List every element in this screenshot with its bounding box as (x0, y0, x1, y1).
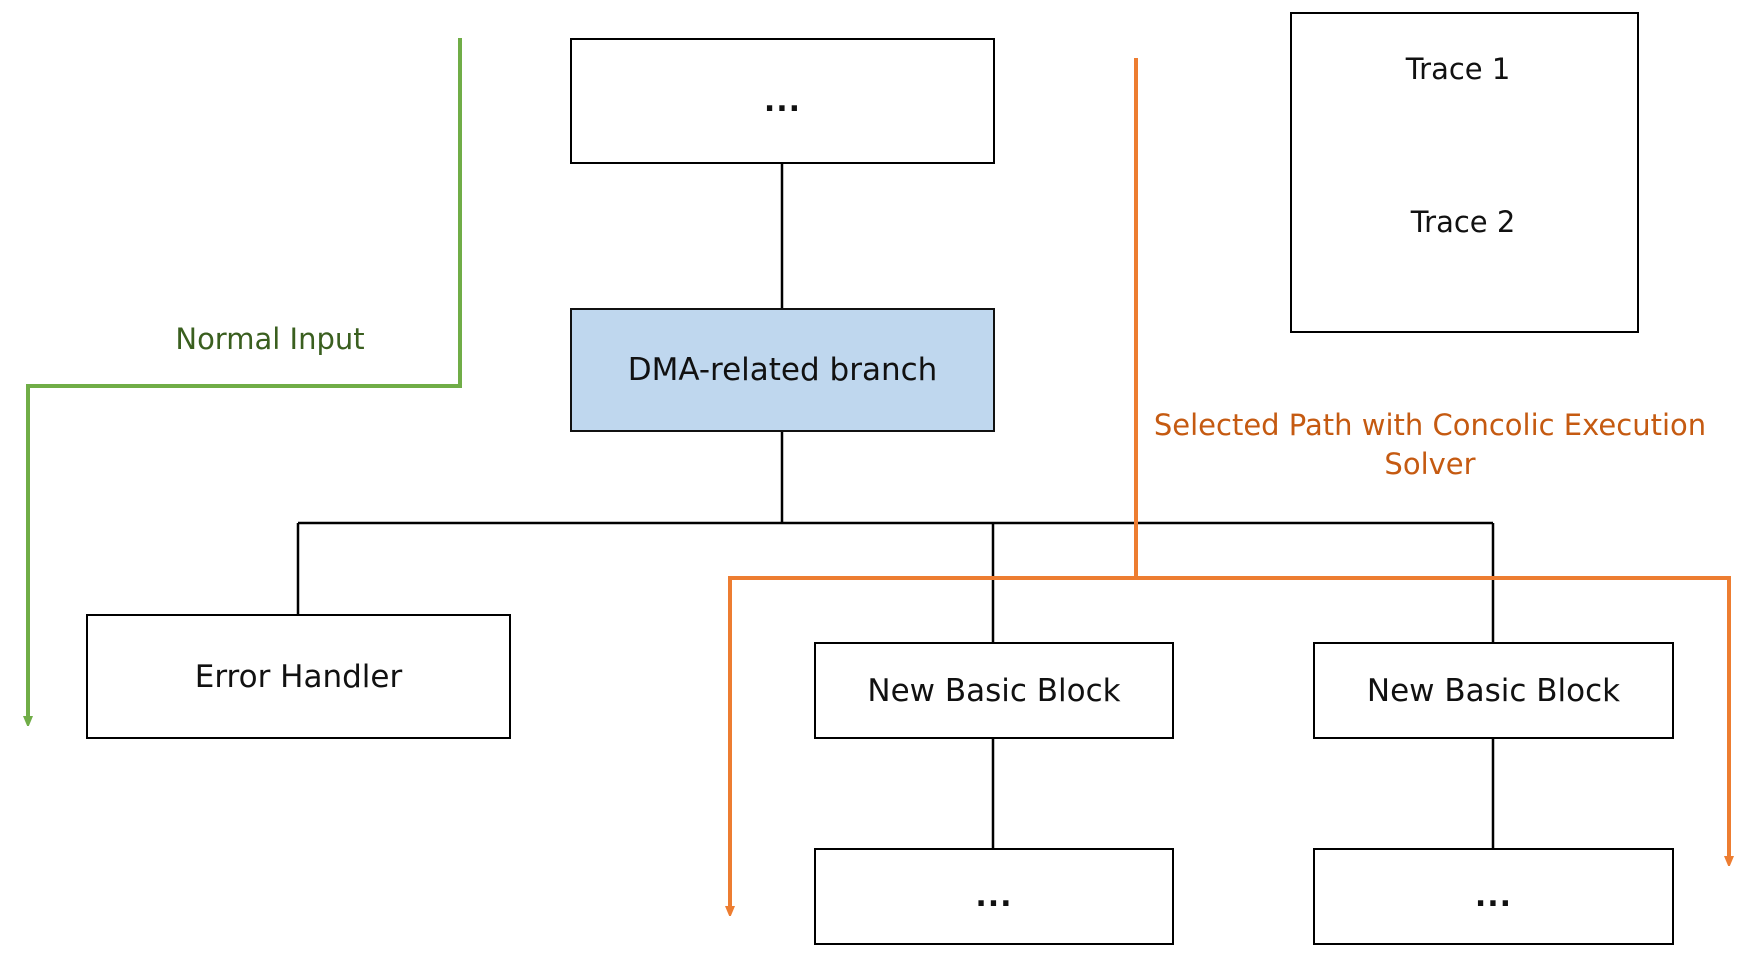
bottom-block-1: ... (814, 848, 1174, 945)
dma-branch-block: DMA-related branch (570, 308, 995, 432)
legend-trace1-label: Trace 1 (1405, 52, 1511, 86)
new-basic-block-1-label: New Basic Block (867, 672, 1121, 709)
bottom-block-2: ... (1313, 848, 1674, 945)
new-basic-block-2: New Basic Block (1313, 642, 1674, 739)
trace2-path-right (1136, 576, 1729, 862)
trace2-path-left (730, 576, 1136, 912)
trace1-path (28, 38, 462, 722)
top-block: ... (570, 38, 995, 164)
legend-box (1290, 12, 1639, 333)
bottom-block-1-label: ... (975, 879, 1013, 914)
normal-input-label: Normal Input (175, 322, 365, 356)
top-block-label: ... (763, 83, 802, 119)
error-handler-label: Error Handler (194, 658, 403, 695)
new-basic-block-2-label: New Basic Block (1366, 672, 1621, 709)
dma-branch-label: DMA-related branch (627, 352, 938, 388)
bottom-block-2-label: ... (1474, 879, 1513, 914)
error-handler-block: Error Handler (86, 614, 511, 739)
new-basic-block-1: New Basic Block (814, 642, 1174, 739)
selected-path-label: Selected Path with Concolic Execution So… (1153, 408, 1707, 482)
legend-trace2-label: Trace 2 (1410, 205, 1516, 239)
